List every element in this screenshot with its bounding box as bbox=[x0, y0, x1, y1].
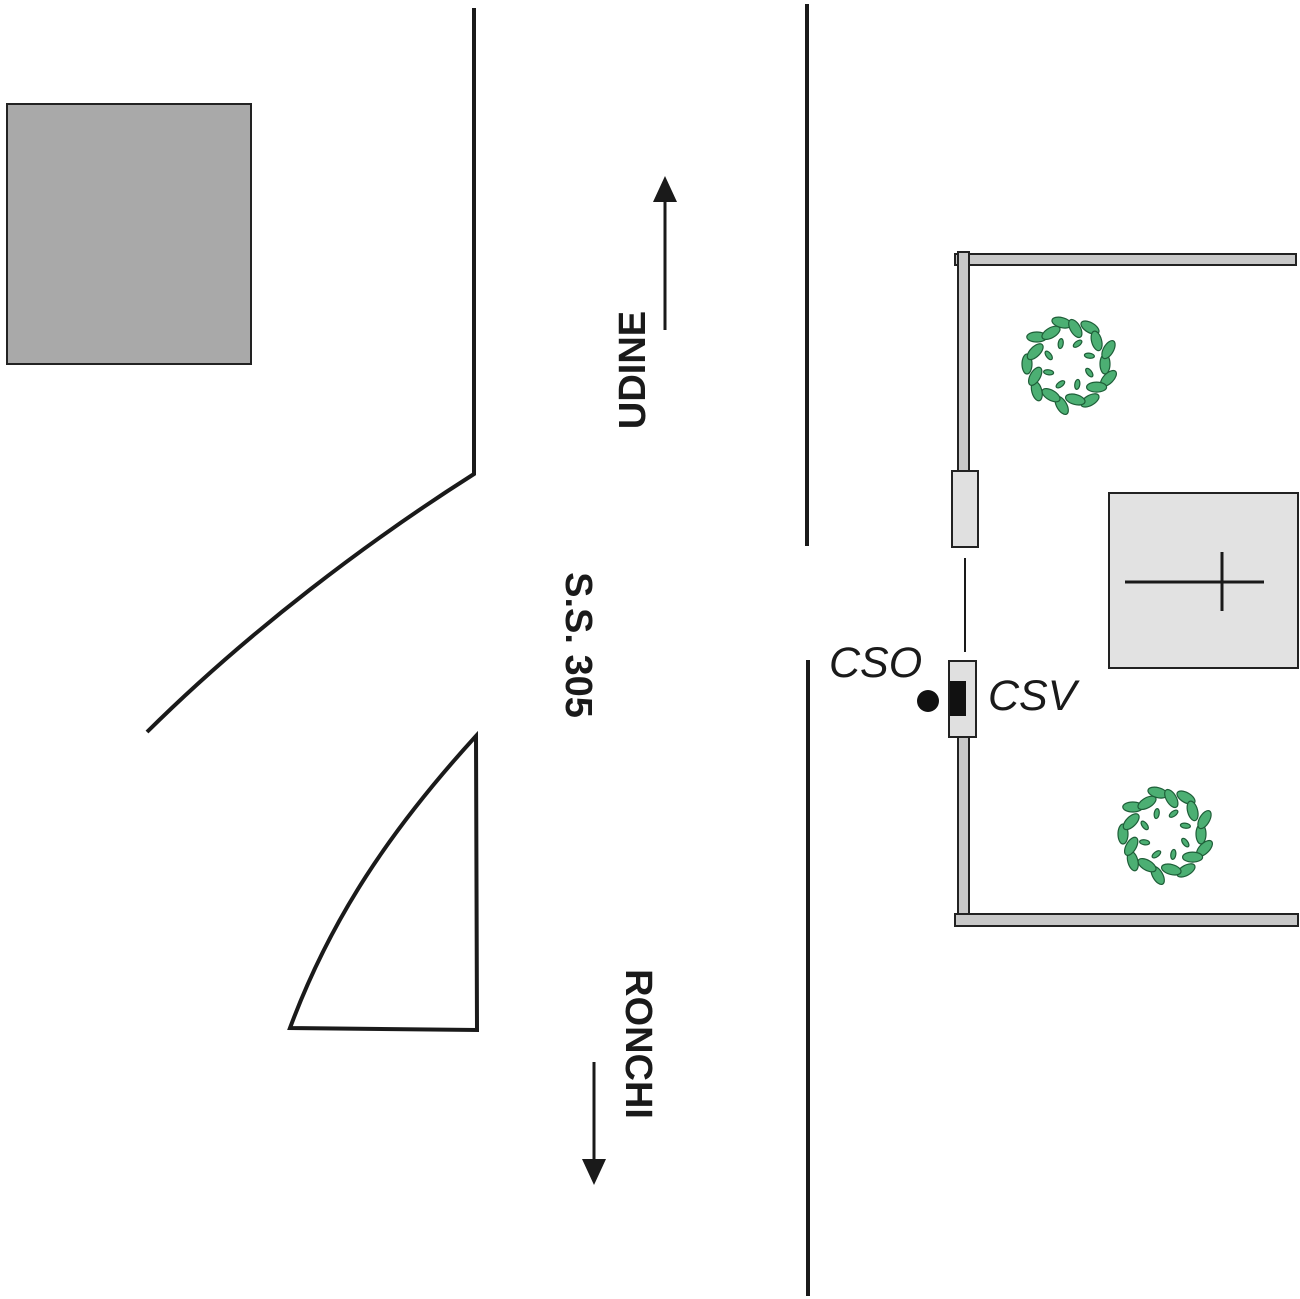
bush-leaf bbox=[1153, 808, 1160, 820]
bush-leaf bbox=[1080, 393, 1100, 408]
bush-leaf bbox=[1085, 367, 1094, 378]
station-label-cso: CSO bbox=[829, 639, 922, 687]
bush-icon bbox=[1117, 786, 1214, 886]
bush-leaf bbox=[1041, 387, 1061, 403]
bush-icon bbox=[1021, 316, 1118, 416]
road-name-label: S.S. 305 bbox=[557, 572, 599, 718]
bush-leaf bbox=[1055, 380, 1066, 389]
west-kerb bbox=[145, 8, 476, 734]
fence-west-upper bbox=[957, 251, 970, 473]
bush-leaf bbox=[1179, 822, 1191, 829]
gate-pillar-north bbox=[951, 470, 979, 548]
bush-leaf bbox=[1122, 813, 1140, 831]
bush-leaf bbox=[1139, 839, 1151, 846]
bush-leaf bbox=[1026, 343, 1044, 361]
fence-top bbox=[954, 253, 1297, 266]
bush-leaf bbox=[1164, 788, 1179, 809]
bush-leaf bbox=[1137, 857, 1157, 873]
bush-leaf bbox=[1064, 393, 1086, 406]
bush-leaf bbox=[1168, 809, 1179, 818]
station-dot-icon bbox=[917, 690, 939, 712]
bush-leaf bbox=[1181, 837, 1190, 848]
bush-leaf bbox=[1151, 850, 1162, 859]
fence-west-lower bbox=[957, 736, 970, 918]
bush-leaf bbox=[1182, 851, 1204, 863]
bush-leaf bbox=[1057, 338, 1064, 350]
station-label-csv: CSV bbox=[988, 672, 1081, 720]
traffic-island bbox=[287, 730, 480, 1033]
bush-leaf bbox=[1027, 366, 1043, 386]
bush-leaf bbox=[1197, 809, 1212, 830]
arrow-down-icon bbox=[582, 1062, 606, 1185]
bush-leaf bbox=[1160, 863, 1182, 876]
station-square-icon bbox=[950, 681, 966, 716]
bush-leaf bbox=[1086, 381, 1108, 393]
direction-label-north: UDINE bbox=[612, 311, 654, 429]
direction-label-south: RONCHI bbox=[617, 969, 659, 1119]
bush-leaf bbox=[1044, 350, 1053, 361]
arrow-up-icon bbox=[653, 176, 677, 330]
fence-bottom bbox=[954, 913, 1299, 927]
bush-leaf bbox=[1123, 836, 1139, 856]
bush-leaf bbox=[1068, 318, 1083, 339]
bush-leaf bbox=[1090, 330, 1103, 352]
building-northwest bbox=[6, 103, 252, 365]
bush-leaf bbox=[1176, 863, 1196, 878]
bush-leaf bbox=[1186, 800, 1199, 822]
bush-leaf bbox=[1140, 820, 1149, 831]
bush-leaf bbox=[1170, 848, 1177, 860]
bush-leaf bbox=[1043, 369, 1055, 376]
bush-leaf bbox=[1101, 339, 1116, 360]
bush-leaf bbox=[1074, 378, 1081, 390]
bush-leaf bbox=[1083, 352, 1095, 359]
bush-leaf bbox=[1072, 339, 1083, 348]
